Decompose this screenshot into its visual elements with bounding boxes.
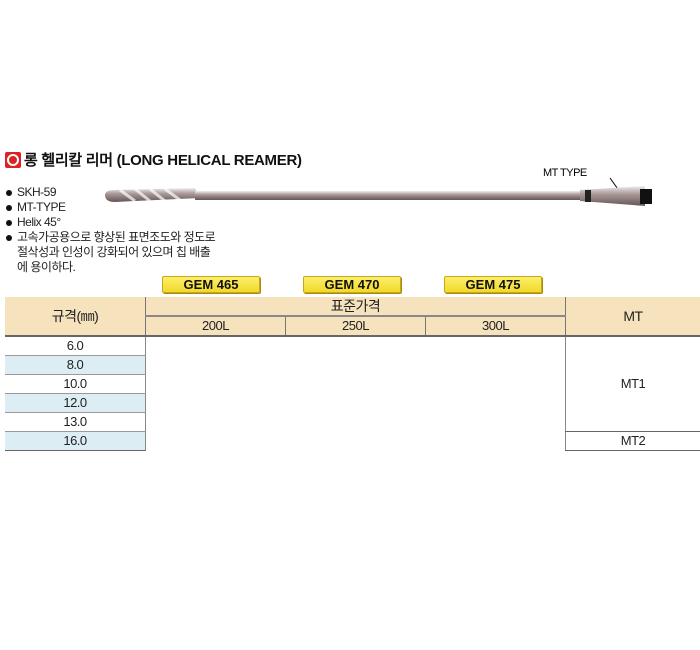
feature-item: 고속가공용으로 향상된 표면조도와 정도로 [6, 230, 216, 245]
mt-cell: MT2 [565, 431, 700, 451]
header-length: 200L [145, 316, 286, 337]
feature-item: Helix 45° [6, 215, 215, 230]
size-cell: 13.0 [5, 412, 146, 432]
product-code-badge: GEM 465 [162, 276, 260, 293]
size-cell: 10.0 [5, 374, 146, 394]
product-code-badge: GEM 470 [303, 276, 401, 293]
size-cell: 8.0 [5, 355, 146, 375]
diagram-label: MT TYPE [543, 167, 587, 179]
size-cell: 6.0 [5, 336, 146, 356]
header-length: 250L [285, 316, 426, 337]
feature-list: SKH-59 MT-TYPE Helix 45° 고속가공용으로 향상된 표면조… [6, 185, 216, 275]
header-mt: MT [565, 297, 700, 337]
section-title: 롱 헬리칼 리머 (LONG HELICAL REAMER) [5, 149, 302, 170]
table-row: 16.0 MT2 [5, 431, 700, 451]
header-length: 300L [425, 316, 566, 337]
feature-item-cont: 절삭성과 인성이 강화되어 있으며 칩 배출 [17, 245, 211, 259]
product-code-badge: GEM 475 [444, 276, 542, 293]
size-cell: 12.0 [5, 393, 146, 413]
feature-item-cont: 에 용이하다. [17, 260, 76, 274]
table-row: 10.0 [5, 374, 700, 394]
reamer-image [105, 177, 652, 206]
header-price: 표준가격 [145, 297, 566, 317]
table-row: 8.0 [5, 355, 700, 375]
mt-cell: MT1 [565, 336, 700, 432]
ring-logo-icon [5, 151, 21, 168]
feature-item: SKH-59 [6, 185, 215, 200]
feature-item: MT-TYPE [6, 200, 215, 215]
table-row: 13.0 [5, 412, 700, 432]
table-row: 6.0 MT1 [5, 336, 700, 432]
title-text: 롱 헬리칼 리머 (LONG HELICAL REAMER) [24, 152, 302, 169]
table-row: 12.0 [5, 393, 700, 413]
size-cell: 16.0 [5, 431, 146, 451]
header-size: 규격(㎜) [5, 297, 146, 337]
